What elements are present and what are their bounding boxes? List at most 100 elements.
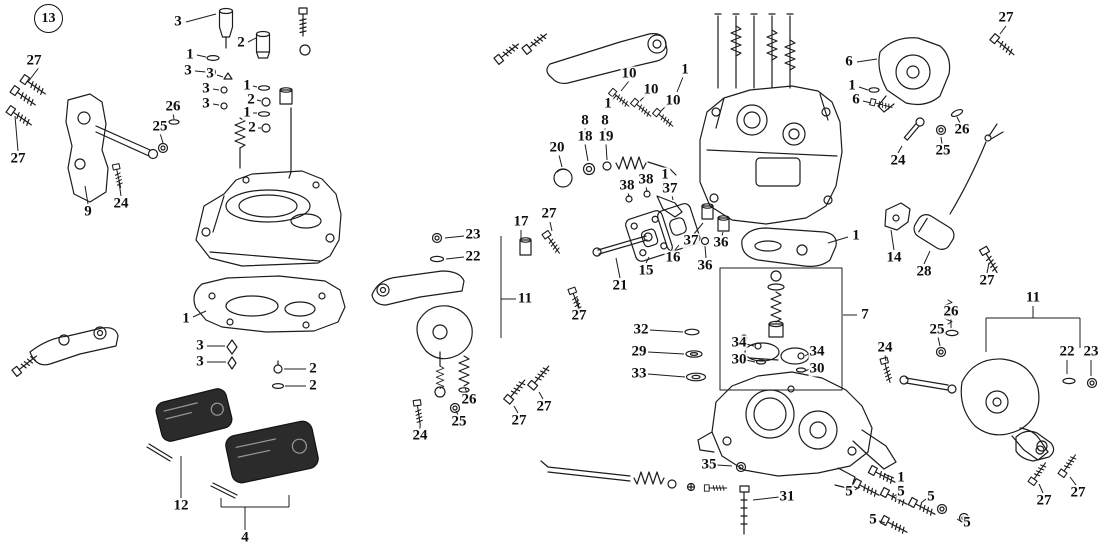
- part-callout-2: 2: [308, 360, 318, 377]
- part-callout-27: 27: [1069, 484, 1087, 501]
- part-callout-25: 25: [450, 413, 468, 430]
- part-callout-1: 1: [847, 77, 857, 94]
- part-callout-16: 16: [664, 249, 682, 266]
- part-callout-3: 3: [195, 337, 205, 354]
- part-callout-2: 2: [247, 119, 257, 136]
- part-callout-27: 27: [9, 150, 27, 167]
- part-callout-7: 7: [860, 306, 870, 323]
- part-callout-3: 3: [201, 95, 211, 112]
- part-callout-11: 11: [516, 290, 534, 307]
- choke-piston-parts-art: [553, 87, 683, 218]
- part-callout-6: 6: [851, 91, 861, 108]
- part-callout-27: 27: [540, 205, 558, 222]
- part-callout-19: 19: [597, 128, 615, 145]
- part-callout-1: 1: [185, 46, 195, 63]
- part-callout-3: 3: [173, 13, 183, 30]
- part-callout-24: 24: [876, 339, 894, 356]
- part-callout-38: 38: [618, 177, 636, 194]
- part-callout-27: 27: [25, 52, 43, 69]
- part-callout-26: 26: [953, 121, 971, 138]
- part-callout-5: 5: [926, 488, 936, 505]
- part-callout-20: 20: [548, 139, 566, 156]
- part-callout-10: 10: [620, 65, 638, 82]
- part-callout-3: 3: [201, 80, 211, 97]
- figure-ref-label: 13: [41, 10, 56, 26]
- part-callout-27: 27: [570, 307, 588, 324]
- part-callout-37: 37: [661, 180, 679, 197]
- part-callout-30: 30: [730, 351, 748, 368]
- top-bracket-art: [493, 30, 668, 85]
- part-callout-12: 12: [172, 497, 190, 514]
- part-callout-2: 2: [246, 91, 256, 108]
- part-callout-33: 33: [630, 365, 648, 382]
- part-callout-23: 23: [1082, 343, 1100, 360]
- part-callout-1: 1: [680, 61, 690, 78]
- choke-cover-art: [868, 33, 1018, 276]
- part-callout-28: 28: [915, 263, 933, 280]
- part-callout-29: 29: [630, 343, 648, 360]
- part-callout-24: 24: [411, 427, 429, 444]
- part-callout-1: 1: [851, 227, 861, 244]
- part-callout-27: 27: [510, 412, 528, 429]
- part-callout-22: 22: [1058, 343, 1076, 360]
- part-callout-24: 24: [112, 195, 130, 212]
- part-callout-2: 2: [236, 34, 246, 51]
- part-callout-36: 36: [696, 257, 714, 274]
- part-callout-26: 26: [942, 303, 960, 320]
- part-callout-1: 1: [181, 310, 191, 327]
- part-callout-21: 21: [611, 277, 629, 294]
- part-callout-25: 25: [928, 321, 946, 338]
- part-callout-1: 1: [660, 166, 670, 183]
- secondary-diaphragm-art: [879, 299, 1098, 487]
- part-callout-8: 8: [580, 112, 590, 129]
- part-callout-24: 24: [889, 152, 907, 169]
- part-callout-22: 22: [464, 248, 482, 265]
- part-callout-27: 27: [978, 272, 996, 289]
- part-callout-10: 10: [664, 92, 682, 109]
- part-callout-1: 1: [896, 469, 906, 486]
- throttle-body-art: [540, 371, 970, 537]
- float-chamber-kit-art: [684, 267, 843, 391]
- part-callout-17: 17: [512, 213, 530, 230]
- choke-lever-bracket-art: [5, 73, 180, 203]
- part-callout-34: 34: [808, 343, 826, 360]
- part-callout-37: 37: [682, 232, 700, 249]
- part-callout-1: 1: [603, 95, 613, 112]
- accelerator-pump-art: [371, 229, 653, 427]
- part-callout-38: 38: [637, 171, 655, 188]
- carburetor-body-art: [699, 13, 843, 267]
- figure-ref-badge: 13: [34, 4, 63, 33]
- part-callout-30: 30: [808, 360, 826, 377]
- part-callout-10: 10: [642, 81, 660, 98]
- needle-valve-parts-art: [206, 7, 311, 179]
- part-callout-18: 18: [576, 128, 594, 145]
- part-callout-26: 26: [460, 391, 478, 408]
- part-callout-14: 14: [885, 249, 903, 266]
- part-callout-5: 5: [962, 514, 972, 531]
- part-callout-35: 35: [700, 456, 718, 473]
- part-callout-3: 3: [195, 353, 205, 370]
- part-callout-11: 11: [1024, 289, 1042, 306]
- part-callout-5: 5: [844, 483, 854, 500]
- part-callout-34: 34: [730, 334, 748, 351]
- part-callout-1: 1: [242, 77, 252, 94]
- part-callout-23: 23: [464, 226, 482, 243]
- part-callout-3: 3: [183, 62, 193, 79]
- part-callout-27: 27: [997, 9, 1015, 26]
- part-callout-1: 1: [242, 104, 252, 121]
- throttle-lever-and-solenoids-art: [11, 326, 319, 499]
- leader-lines: [14, 13, 1092, 530]
- part-callout-27: 27: [535, 398, 553, 415]
- part-callout-3: 3: [205, 65, 215, 82]
- part-callout-4: 4: [240, 529, 250, 546]
- part-callout-32: 32: [632, 321, 650, 338]
- part-callout-9: 9: [83, 203, 93, 220]
- part-callout-25: 25: [934, 142, 952, 159]
- part-callout-25: 25: [151, 118, 169, 135]
- part-callout-6: 6: [844, 53, 854, 70]
- part-callout-5: 5: [896, 483, 906, 500]
- air-horn-cover-art: [193, 170, 346, 390]
- part-callout-26: 26: [164, 98, 182, 115]
